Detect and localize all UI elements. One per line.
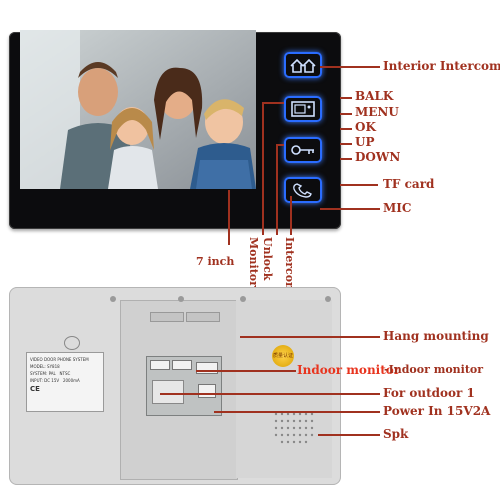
leader-line bbox=[290, 196, 292, 235]
leader-line bbox=[214, 411, 380, 413]
leader-line bbox=[340, 128, 352, 130]
intercom-label: Intercom bbox=[283, 237, 296, 294]
rear-panel-right bbox=[236, 300, 332, 478]
monitor-screen-photo bbox=[20, 30, 256, 189]
terminal-block bbox=[152, 380, 184, 404]
mounting-hole bbox=[178, 296, 184, 302]
connector bbox=[196, 362, 218, 374]
product-label-sticker: VIDEO DOOR PHONE SYSTEM MODEL: SY818 SYS… bbox=[26, 352, 104, 412]
sticker-line: MODEL: SY818 bbox=[30, 364, 60, 369]
terminal-strip bbox=[186, 312, 220, 322]
unlock-label: Unlock bbox=[261, 237, 274, 281]
mounting-hole bbox=[240, 296, 246, 302]
connector bbox=[172, 360, 192, 370]
sticker-line: VIDEO DOOR PHONE SYSTEM bbox=[30, 357, 89, 362]
leader-line bbox=[340, 184, 378, 186]
leader-line bbox=[340, 113, 352, 115]
ok-label: OK bbox=[355, 120, 376, 134]
logo-mark bbox=[64, 336, 80, 350]
interior-intercom-label: Interior Intercom bbox=[383, 59, 500, 73]
monitor-icon bbox=[291, 101, 315, 117]
power-in-label: Power In 15V2A bbox=[383, 404, 491, 418]
leader-line bbox=[262, 102, 264, 235]
leader-line bbox=[340, 97, 352, 99]
leader-line bbox=[196, 370, 296, 372]
leader-line bbox=[228, 190, 230, 245]
balk-label: BALK bbox=[355, 89, 394, 103]
sticker-ce-mark: CE bbox=[30, 385, 40, 393]
key-icon bbox=[291, 145, 314, 155]
power-jack bbox=[198, 384, 216, 398]
quality-seal: 质量认证 bbox=[272, 345, 294, 367]
mounting-hole bbox=[325, 296, 331, 302]
sticker-line: 2000mA bbox=[62, 378, 80, 383]
mic-label: MIC bbox=[383, 201, 412, 215]
sticker-line: NTSC bbox=[59, 371, 71, 376]
size-label: 7 inch bbox=[196, 255, 235, 268]
up-label: UP bbox=[355, 135, 375, 149]
hang-mounting-label: Hang mounting bbox=[383, 329, 489, 343]
monitor-label: Monitor bbox=[247, 237, 260, 287]
monitor-button[interactable] bbox=[284, 96, 322, 122]
leader-line bbox=[340, 158, 352, 160]
sticker-line: SYSTEM: PAL bbox=[30, 371, 56, 376]
leader-line bbox=[318, 434, 380, 436]
leader-line bbox=[320, 66, 380, 68]
sticker-line: INPUT: DC 15V bbox=[30, 378, 60, 383]
unlock-button[interactable] bbox=[284, 137, 322, 163]
leader-line bbox=[240, 336, 380, 338]
menu-label: MENU bbox=[355, 105, 399, 119]
house-icon bbox=[290, 58, 316, 73]
leader-line bbox=[262, 102, 284, 104]
phone-icon bbox=[293, 183, 312, 198]
speaker-label: Spk bbox=[383, 427, 409, 441]
mounting-hole bbox=[110, 296, 116, 302]
leader-line bbox=[276, 144, 278, 235]
terminal-strip bbox=[150, 312, 184, 322]
leader-line bbox=[340, 143, 352, 145]
connector bbox=[150, 360, 170, 370]
leader-line bbox=[320, 208, 380, 210]
tf-card-label: TF card bbox=[383, 177, 435, 191]
indoor-monitor-red-label: Indoor monitor bbox=[297, 363, 401, 377]
family-photo-image bbox=[20, 30, 256, 189]
intercom-button[interactable] bbox=[284, 177, 322, 203]
leader-line bbox=[276, 144, 284, 146]
indoor-monitor-label: -Indoor monitor bbox=[384, 363, 484, 376]
for-outdoor-label: For outdoor 1 bbox=[383, 386, 475, 400]
leader-line bbox=[160, 393, 380, 395]
speaker-grille bbox=[274, 412, 314, 444]
down-label: DOWN bbox=[355, 150, 401, 164]
interior-intercom-button[interactable] bbox=[284, 52, 322, 78]
